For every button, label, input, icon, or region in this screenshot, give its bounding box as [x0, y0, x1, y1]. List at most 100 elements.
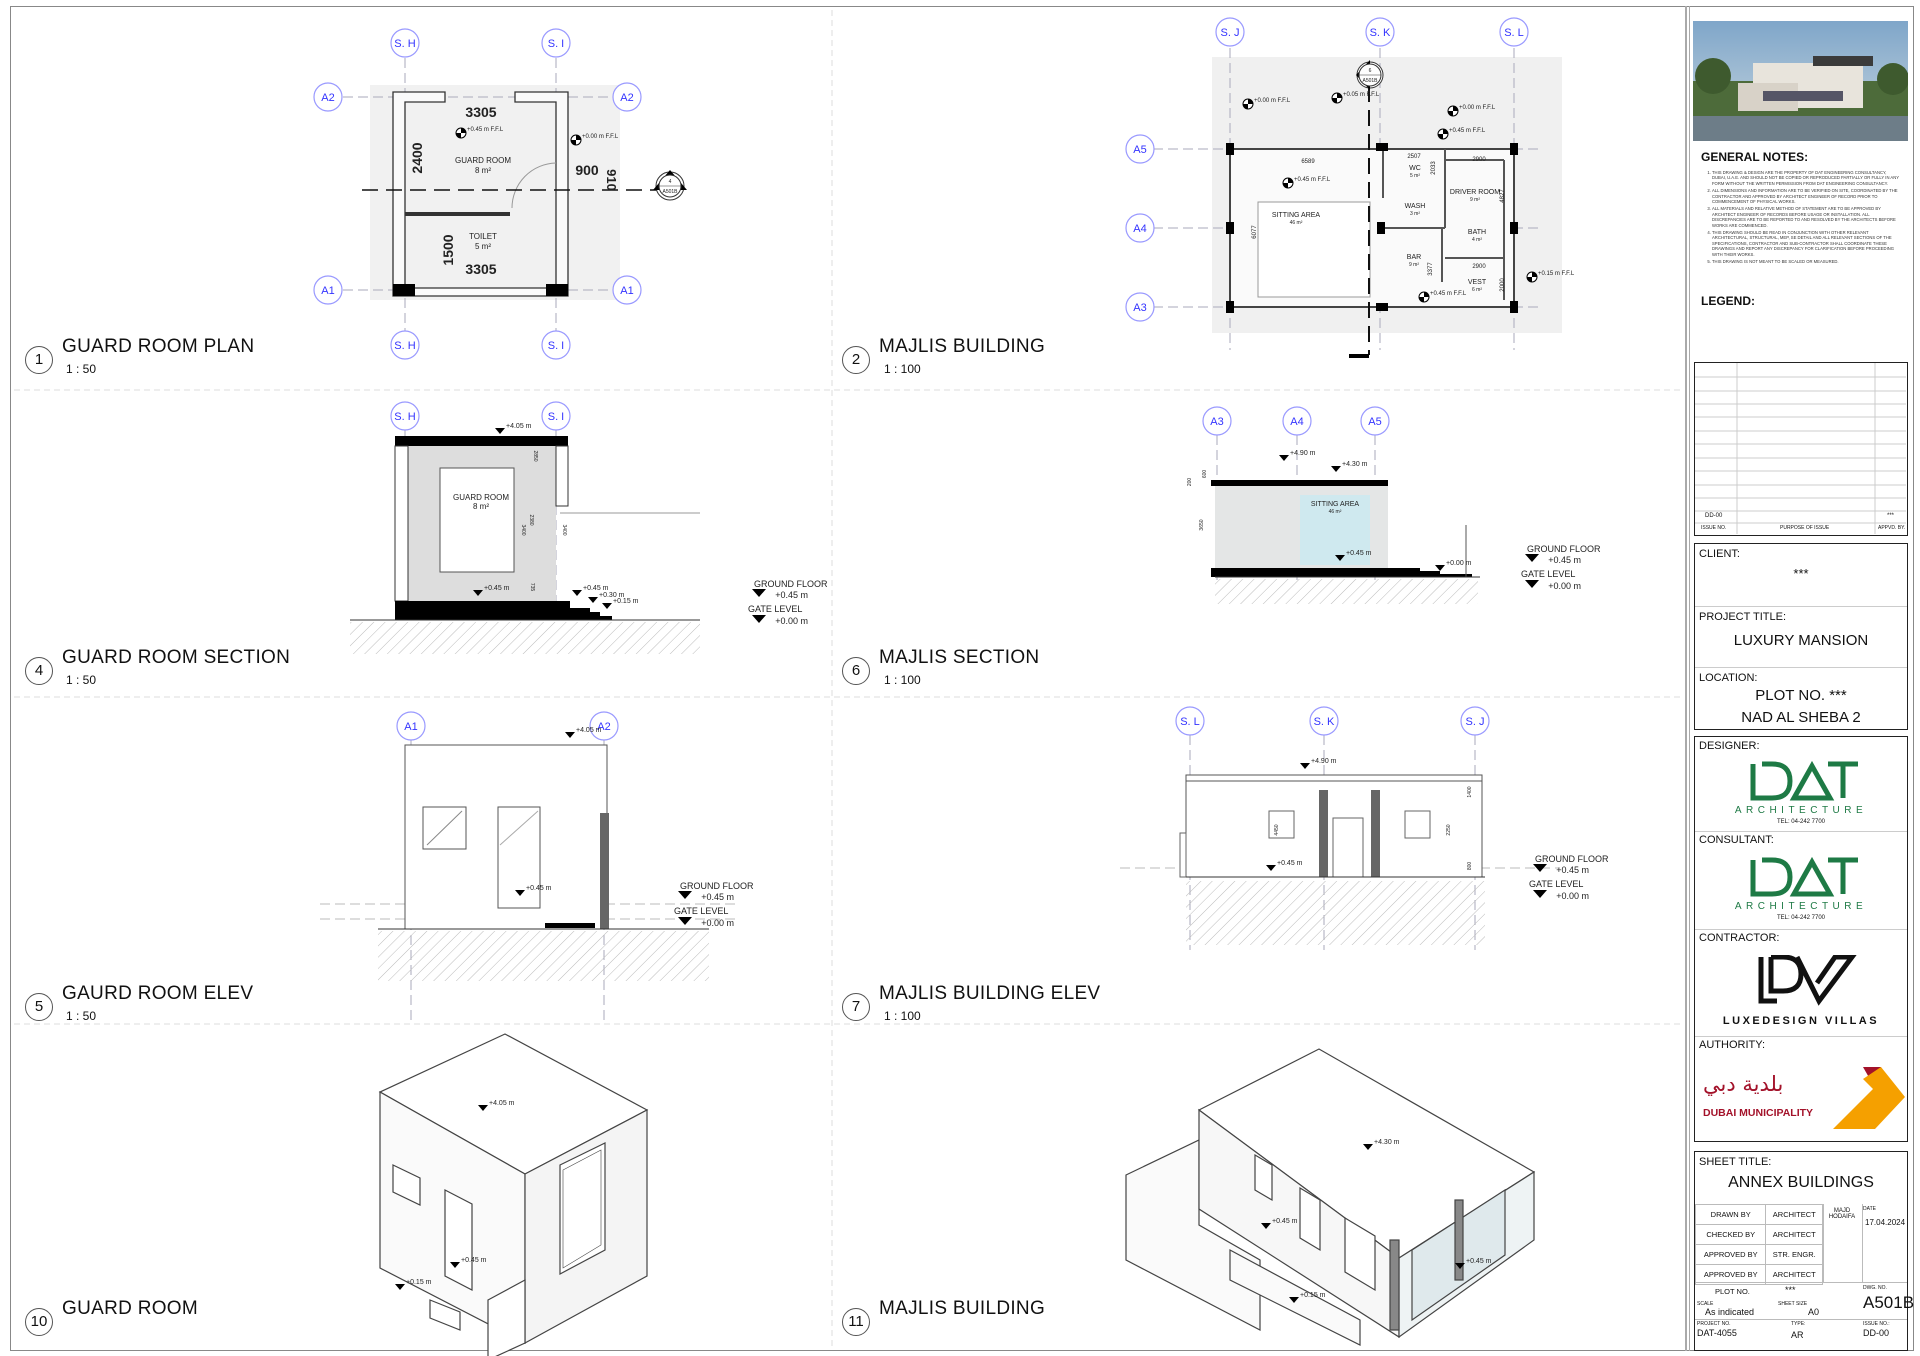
drawing-label: 5 m²: [1410, 173, 1420, 179]
drawing-label: SITTING AREA: [1272, 212, 1321, 219]
grid-bubble: [1309, 706, 1339, 736]
grid-label: A3: [1133, 302, 1146, 314]
elevation-marker-icon: [1279, 455, 1289, 461]
view-title: GUARD ROOM SECTION: [62, 647, 291, 668]
view-title: MAJLIS BUILDING: [879, 1298, 1046, 1319]
drawing-label: 910: [604, 169, 619, 191]
approved-value: ***: [1887, 513, 1895, 519]
drawn-by-name: MAJD HODAIFA: [1828, 1208, 1856, 1220]
gate-level-value: +0.00 m: [1548, 581, 1581, 591]
drawing-label: BATH: [1468, 229, 1486, 236]
drawing-label: 2380: [528, 514, 534, 525]
role: APPROVED BY: [1694, 1244, 1767, 1265]
ldv-subtitle: LUXEDESIGN VILLAS: [1722, 1015, 1880, 1027]
ldv-logo-mark: [1758, 955, 1857, 1006]
drawing-label: SITTING AREA: [1311, 501, 1360, 508]
gate-level-marker-icon: [1525, 580, 1539, 588]
section-marker-4[interactable]: [653, 170, 687, 201]
drawing-label: 3 m²: [1410, 211, 1420, 217]
ground-floor-label: GROUND FLOOR: [1527, 544, 1601, 554]
project-title-label: PROJECT TITLE:: [1699, 611, 1787, 623]
drawing-label: A501B: [1362, 78, 1378, 84]
drawing-label: 8 m²: [473, 502, 489, 511]
issue-no-value: DD-00: [1705, 513, 1723, 519]
drawing-label: 2000: [1500, 278, 1506, 292]
dm-arabic: بلدية دبي: [1703, 1072, 1784, 1096]
grid-label: S. K: [1314, 716, 1335, 728]
elevation-label: +4.30 m: [1342, 461, 1368, 468]
ground-floor-marker-icon: [1525, 554, 1539, 562]
elevation-marker-icon: [515, 890, 525, 896]
view-title: GUARD ROOM: [62, 1298, 198, 1319]
grid-label: A5: [1133, 144, 1146, 156]
elevation-label: +0.45 m: [583, 585, 609, 592]
drawing-label: 1500: [440, 234, 456, 265]
drawing-label: A501B: [662, 189, 678, 195]
view-scale: 1 : 100: [884, 673, 921, 687]
grid-bubble: [589, 711, 619, 741]
level-marker-fill: [1438, 129, 1448, 139]
note-item: THIS DRAWING SHOULD BE READ IN CONJUNCTI…: [1712, 230, 1900, 257]
grid-bubble: [313, 275, 343, 305]
elevation-label: +0.45 m: [1346, 550, 1372, 557]
sheet-title-label: SHEET TITLE:: [1699, 1156, 1772, 1168]
view-title: MAJLIS SECTION: [879, 647, 1040, 668]
who: STR. ENGR.: [1765, 1244, 1823, 1265]
grid-bubble: [1360, 406, 1390, 436]
elevation-marker-icon: [495, 428, 505, 434]
view-number: 4: [25, 657, 53, 685]
level-label: +0.45 m F.F.L: [1449, 128, 1486, 134]
dat-tel: TEL: 04-242 7700: [1776, 819, 1826, 825]
level-label: +0.45 m F.F.L: [1294, 177, 1331, 183]
grid-bubble: [390, 28, 420, 58]
viewport-dividers: [14, 10, 1680, 1350]
grid-bubble: [1282, 406, 1312, 436]
type-label: TYPE:: [1791, 1321, 1806, 1327]
view-scale: 1 : 50: [66, 362, 97, 376]
who: ARCHITECT: [1765, 1204, 1823, 1225]
grid-label: A4: [1133, 223, 1146, 235]
ground-floor-label: GROUND FLOOR: [680, 881, 754, 891]
majlis-building-isometric: [1125, 1048, 1536, 1346]
elevation-label: +0.15 m: [406, 1279, 432, 1286]
drawing-label: 2900: [1472, 264, 1486, 270]
dwg-no-value: A501B: [1863, 1293, 1915, 1312]
note-item: THIS DRAWING & DESIGN ARE THE PROPERTY O…: [1712, 170, 1900, 186]
drawing-label: TOILET: [469, 232, 497, 241]
sheet-size-label: SHEET SIZE: [1778, 1301, 1808, 1307]
general-notes-title: GENERAL NOTES:: [1701, 150, 1809, 164]
drawing-label: 2400: [409, 142, 425, 173]
drawing-label: 3305: [465, 104, 496, 120]
grid-label: S. J: [1221, 27, 1240, 39]
section-marker-6[interactable]: [1356, 60, 1384, 90]
contractor-label: CONTRACTOR:: [1699, 932, 1780, 944]
drawing-label: 900: [575, 162, 599, 178]
gate-level-value: +0.00 m: [775, 616, 808, 626]
elevation-marker-icon: [395, 1284, 405, 1290]
elevation-marker-icon: [1266, 865, 1276, 871]
level-marker-fill: [571, 135, 581, 145]
ground-floor-marker-icon: [752, 589, 766, 597]
ground-floor-value: +0.45 m: [1548, 555, 1581, 565]
issue-no-label: ISSUE NO.:: [1863, 1321, 1890, 1327]
view-number: 2: [842, 346, 870, 374]
gate-level-label: GATE LEVEL: [1521, 569, 1575, 579]
sheet-size-value: A0: [1808, 1307, 1820, 1317]
majlis-plan: [1153, 48, 1562, 358]
level-label: +0.15 m F.F.L: [1538, 271, 1575, 277]
drawing-label: WASH: [1405, 203, 1426, 210]
designer-label: DESIGNER:: [1699, 740, 1760, 752]
drawing-label: 3305: [465, 261, 496, 277]
drawing-label: 46 m²: [1329, 509, 1342, 515]
grid-label: S. K: [1370, 27, 1391, 39]
scale-value: As indicated: [1705, 1307, 1755, 1317]
view-number: 7: [842, 993, 870, 1021]
grid-label: A2: [620, 92, 633, 104]
drawing-label: 5 m²: [475, 242, 491, 251]
dat-subtitle: ARCHITECTURE: [1734, 901, 1868, 912]
grid-label: A2: [321, 92, 334, 104]
sheet-border: [10, 6, 1914, 1351]
date-value: 17.04.2024: [1865, 1218, 1906, 1227]
level-label: +0.05 m F.F.L: [1343, 92, 1380, 98]
